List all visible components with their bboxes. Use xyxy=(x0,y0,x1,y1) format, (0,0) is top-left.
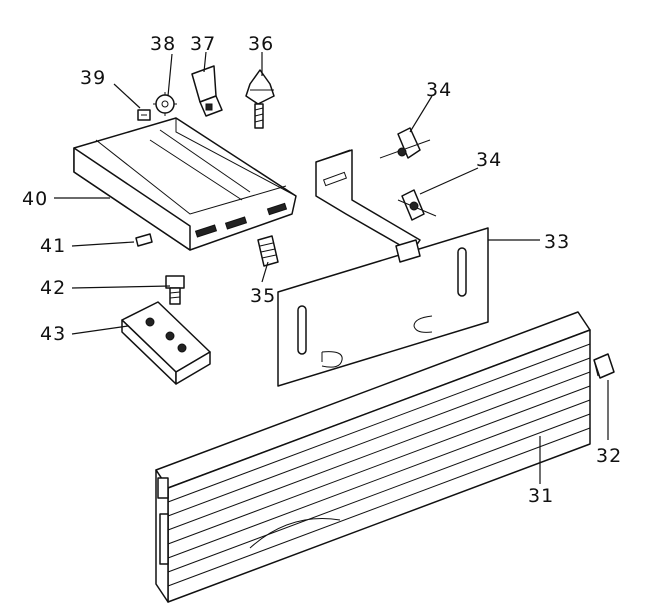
label-37: 37 xyxy=(190,33,216,55)
part-39-screw xyxy=(137,109,151,121)
part-33-mounting-plate xyxy=(277,149,489,387)
label-43: 43 xyxy=(40,323,66,345)
part-36-wing-screw xyxy=(245,69,275,129)
part-34-wing-nut-lower xyxy=(397,189,437,221)
part-41-pin xyxy=(135,233,153,247)
label-41: 41 xyxy=(40,235,66,257)
leader-lines xyxy=(54,51,609,484)
part-35-stud xyxy=(257,235,279,267)
label-39: 39 xyxy=(80,67,106,89)
label-34b: 34 xyxy=(476,149,502,171)
label-31: 31 xyxy=(528,485,554,507)
part-38-washer xyxy=(153,92,177,116)
part-42-screw xyxy=(165,275,185,305)
label-40: 40 xyxy=(22,188,48,210)
label-35: 35 xyxy=(250,285,276,307)
part-43-clamp-block xyxy=(121,301,211,385)
part-34-wing-nut-upper xyxy=(379,127,431,159)
label-34a: 34 xyxy=(426,79,452,101)
label-32: 32 xyxy=(596,445,622,467)
label-33: 33 xyxy=(544,231,570,253)
part-labels: 38 37 36 39 34 34 40 33 41 42 35 43 32 3… xyxy=(22,33,622,507)
label-36: 36 xyxy=(248,33,274,55)
label-38: 38 xyxy=(150,33,176,55)
part-32-end-cap xyxy=(593,353,615,379)
part-37-bracket xyxy=(191,65,223,117)
part-31-extrusion xyxy=(155,311,591,603)
label-42: 42 xyxy=(40,277,66,299)
part-40-carriage xyxy=(73,117,297,251)
